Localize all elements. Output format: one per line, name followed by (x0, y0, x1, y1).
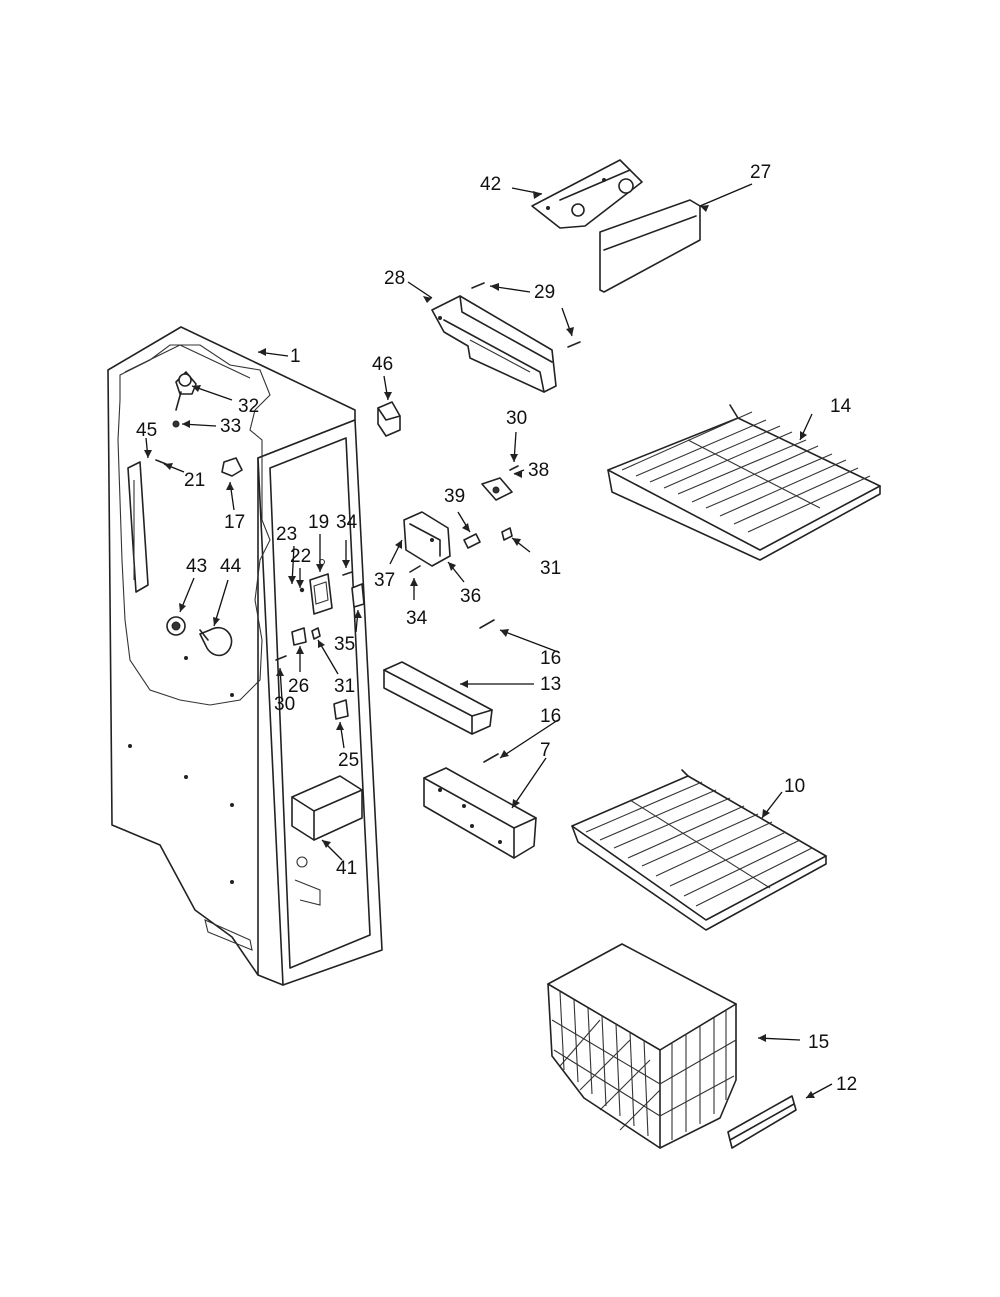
control-box-part-19 (309, 573, 333, 615)
callout-37: 37 (374, 570, 395, 591)
screw-part-16-lower (483, 753, 499, 763)
screw-part-29a (471, 282, 485, 289)
callout-41: 41 (336, 858, 357, 879)
callout-30-upper: 30 (506, 408, 527, 429)
leader-arrowheads (144, 191, 815, 1098)
callout-35: 35 (334, 634, 355, 655)
damper-part-17 (221, 457, 243, 477)
switch-part-25 (333, 699, 349, 720)
callout-22: 22 (290, 546, 311, 567)
screw-part-30 (275, 655, 287, 661)
bracket-part-38 (481, 477, 513, 501)
bracket-part-42 (531, 159, 643, 229)
callout-23: 23 (276, 524, 297, 545)
callout-1: 1 (290, 346, 301, 367)
callout-31-right: 31 (540, 558, 561, 579)
callout-46: 46 (372, 354, 393, 375)
callout-15: 15 (808, 1032, 829, 1053)
cap-part-31-right (501, 527, 513, 541)
screw-part-30-upper (509, 465, 519, 471)
callout-43: 43 (186, 556, 207, 577)
screw-part-29b (567, 341, 581, 348)
callout-45: 45 (136, 420, 157, 441)
callout-10: 10 (784, 776, 805, 797)
callout-26: 26 (288, 676, 309, 697)
callout-25: 25 (338, 750, 359, 771)
callout-7: 7 (540, 740, 551, 761)
callout-17: 17 (224, 512, 245, 533)
callout-34-upper: 34 (336, 512, 358, 533)
screw-part-33 (172, 420, 180, 428)
bracket-part-7 (423, 767, 537, 859)
callout-38: 38 (528, 460, 549, 481)
wire-shelf-part-10 (571, 769, 827, 931)
callout-16-lower: 16 (540, 706, 561, 727)
basket-trim-part-12 (727, 1095, 797, 1149)
callout-33: 33 (220, 416, 241, 437)
clip-part-46 (377, 401, 401, 437)
callout-42: 42 (480, 174, 501, 195)
callout-36: 36 (460, 586, 481, 607)
switch-part-26 (291, 627, 307, 646)
callout-13: 13 (540, 674, 561, 695)
screw-part-16-upper (479, 619, 495, 629)
callout-32: 32 (238, 396, 259, 417)
callout-16-upper: 16 (540, 648, 561, 669)
callout-19: 19 (308, 512, 329, 533)
housing-part-36 (403, 511, 451, 567)
screw-part-34 (342, 571, 353, 576)
cover-part-27 (599, 199, 701, 293)
bracket-part-13 (383, 661, 493, 735)
light-bulb-part-44 (199, 626, 233, 657)
callout-44: 44 (220, 556, 242, 577)
callout-29: 29 (534, 282, 555, 303)
screw-part-21 (155, 459, 167, 465)
cap-part-31 (311, 627, 321, 640)
callout-27: 27 (750, 162, 771, 183)
switch-part-35 (351, 583, 365, 608)
callout-31-left: 31 (334, 676, 355, 697)
callout-30-lower: 30 (274, 694, 295, 715)
cabinet-liner-part (107, 326, 383, 986)
screw-part-22 (299, 587, 305, 593)
callout-39: 39 (444, 486, 465, 507)
screw-part-34-lower (409, 565, 421, 573)
control-housing-part-41 (291, 775, 363, 841)
callout-28: 28 (384, 268, 405, 289)
wire-shelf-part-14 (607, 404, 881, 561)
lamp-socket-part-43 (166, 616, 186, 636)
callout-labels: 1 7 10 12 13 14 15 16 16 17 19 21 22 23 … (136, 162, 857, 1095)
light-socket-part-32 (175, 371, 197, 411)
screw-part-39 (463, 533, 481, 549)
callout-14: 14 (830, 396, 852, 417)
callout-34-lower: 34 (406, 608, 428, 629)
callout-21: 21 (184, 470, 205, 491)
freezer-basket-part-15 (547, 943, 737, 1149)
mounting-bracket-part-28 (431, 295, 557, 393)
callout-12: 12 (836, 1074, 857, 1095)
